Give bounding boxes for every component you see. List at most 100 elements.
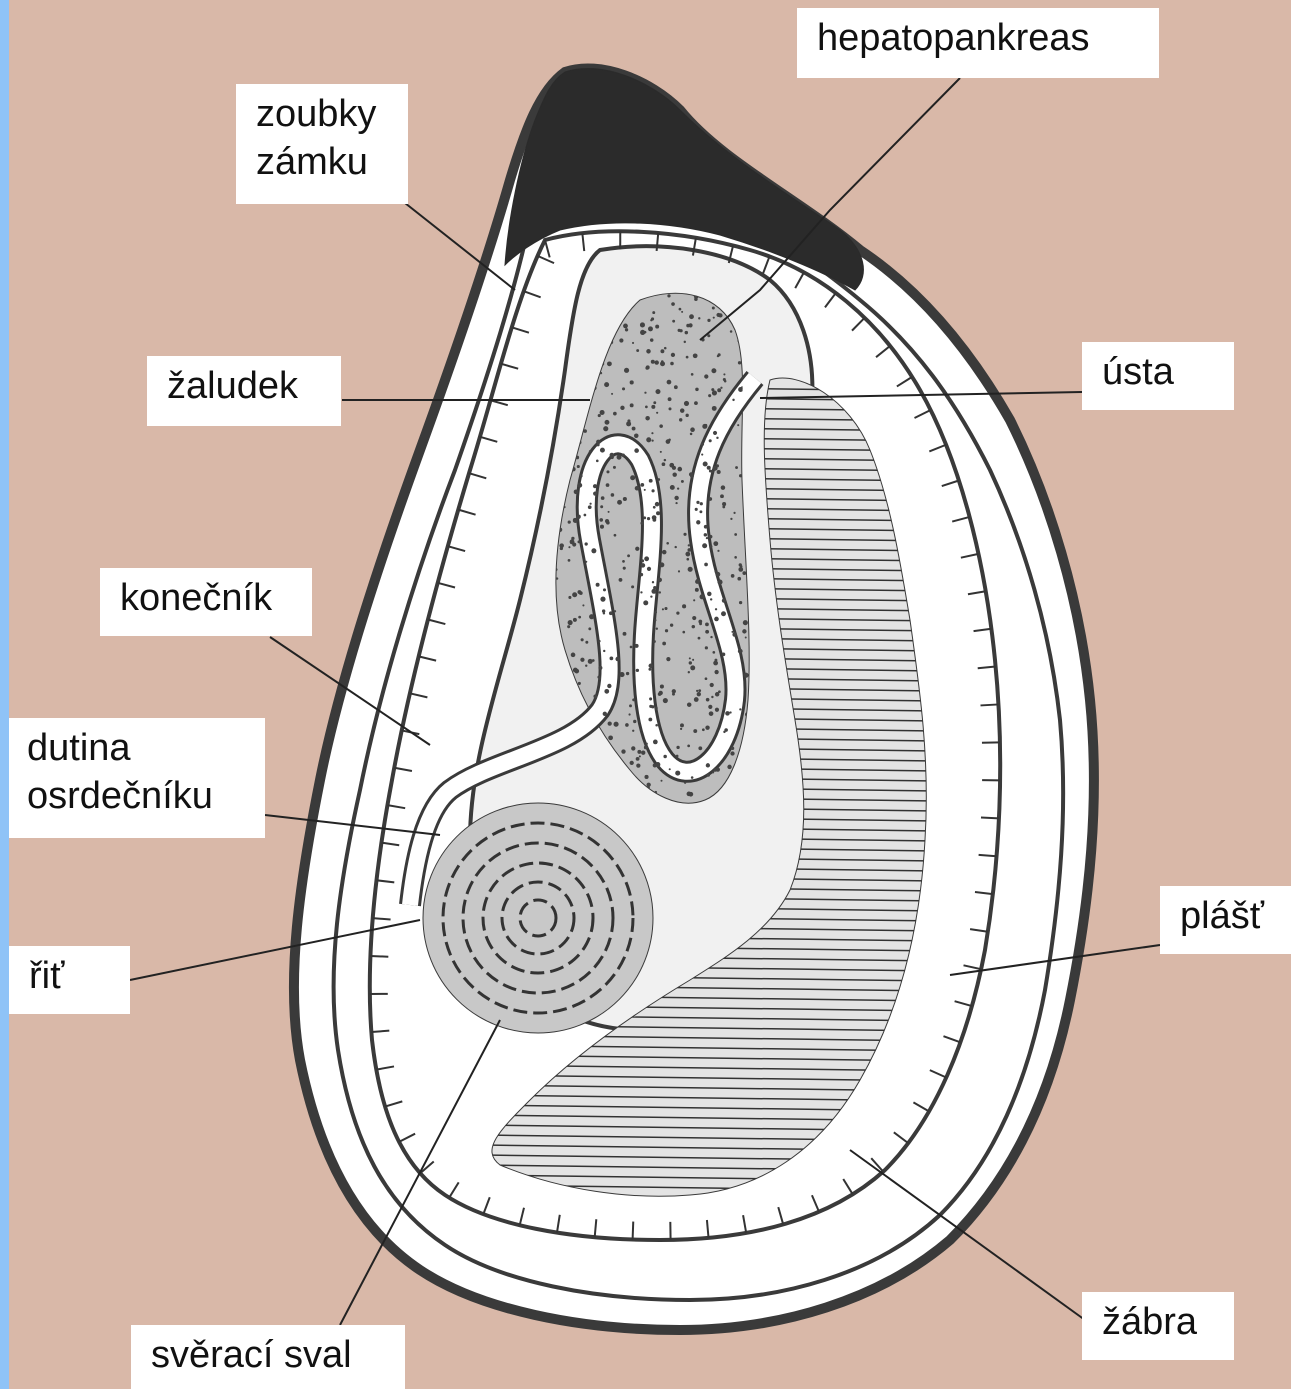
label-konecnik: konečník <box>100 568 312 636</box>
stomach-speckle <box>636 349 639 352</box>
stomach-speckle <box>650 338 653 341</box>
stomach-speckle <box>648 326 653 331</box>
stomach-speckle <box>690 433 693 436</box>
stomach-speckle <box>674 496 678 500</box>
stomach-speckle <box>734 533 737 536</box>
stomach-speckle <box>672 472 676 476</box>
stomach-speckle <box>593 484 597 488</box>
stomach-speckle <box>603 588 606 591</box>
label-zoubky-line1: zoubky <box>256 90 388 138</box>
stomach-speckle <box>631 585 634 588</box>
stomach-speckle <box>714 617 719 622</box>
stomach-speckle <box>584 514 587 517</box>
stomach-speckle <box>701 454 703 456</box>
stomach-speckle <box>607 361 612 366</box>
stomach-speckle <box>672 320 675 323</box>
stomach-speckle <box>651 360 655 364</box>
stomach-speckle <box>664 347 667 350</box>
stomach-speckle <box>705 424 708 427</box>
stomach-speckle <box>641 563 646 568</box>
stomach-speckle <box>723 373 725 375</box>
stomach-speckle <box>603 426 608 431</box>
stomach-speckle <box>690 427 695 432</box>
stomach-speckle <box>675 546 677 548</box>
stomach-speckle <box>660 349 664 353</box>
stomach-speckle <box>704 525 708 529</box>
stomach-speckle <box>685 552 690 557</box>
stomach-speckle <box>614 610 616 612</box>
stomach-speckle <box>690 474 694 478</box>
stomach-speckle <box>737 424 739 426</box>
stomach-speckle <box>731 574 735 578</box>
stomach-speckle <box>581 638 584 641</box>
stomach-speckle <box>698 689 701 692</box>
stomach-speckle <box>704 533 707 536</box>
stomach-speckle <box>560 547 563 550</box>
stomach-speckle <box>711 368 716 373</box>
stomach-speckle <box>684 782 686 784</box>
stomach-speckle <box>585 561 587 563</box>
label-dutina-line1: dutina <box>27 724 245 772</box>
label-rit: řiť <box>9 946 130 1014</box>
stomach-speckle <box>705 677 708 680</box>
stomach-speckle <box>615 657 620 662</box>
stomach-speckle <box>710 598 712 600</box>
stomach-speckle <box>653 401 656 404</box>
stomach-speckle <box>645 406 648 409</box>
label-sveraci-sval: svěrací sval <box>131 1325 405 1389</box>
stomach-speckle <box>577 483 582 488</box>
stomach-speckle <box>608 735 613 740</box>
stomach-speckle <box>691 776 694 779</box>
stomach-speckle <box>606 470 609 473</box>
stomach-speckle <box>702 728 705 731</box>
stomach-speckle <box>574 490 579 495</box>
stomach-speckle <box>597 676 600 679</box>
label-usta-text: ústa <box>1102 348 1214 396</box>
stomach-speckle <box>737 577 741 581</box>
stomach-speckle <box>630 380 634 384</box>
stomach-speckle <box>662 608 664 610</box>
stomach-speckle <box>733 512 735 514</box>
stomach-speckle <box>640 483 644 487</box>
stomach-speckle <box>604 689 609 694</box>
stomach-speckle <box>647 567 651 571</box>
stomach-speckle <box>604 382 609 387</box>
stomach-speckle <box>699 594 704 599</box>
stomach-speckle <box>682 604 686 608</box>
stomach-speckle <box>598 666 602 670</box>
stomach-speckle <box>706 698 710 702</box>
stomach-speckle <box>735 466 738 469</box>
stomach-speckle <box>693 599 695 601</box>
stomach-speckle <box>715 608 717 610</box>
stomach-speckle <box>710 620 713 623</box>
stomach-speckle <box>644 331 647 334</box>
stomach-speckle <box>643 600 648 605</box>
stomach-speckle <box>593 694 597 698</box>
stomach-speckle <box>663 698 668 703</box>
stomach-speckle <box>568 521 571 524</box>
stomach-speckle <box>614 534 617 537</box>
stomach-speckle <box>667 380 672 385</box>
stomach-speckle <box>738 361 741 364</box>
stomach-speckle <box>713 541 718 546</box>
stomach-speckle <box>692 616 696 620</box>
stomach-speckle <box>649 664 654 669</box>
stomach-speckle <box>603 650 605 652</box>
stomach-speckle <box>625 328 628 331</box>
stomach-speckle <box>600 597 605 602</box>
stomach-speckle <box>670 362 674 366</box>
stomach-speckle <box>705 646 708 649</box>
stomach-speckle <box>712 406 717 411</box>
stomach-speckle <box>625 723 629 727</box>
stomach-speckle <box>700 502 703 505</box>
stomach-speckle <box>696 690 698 692</box>
stomach-speckle <box>677 488 679 490</box>
stomach-speckle <box>731 631 733 633</box>
stomach-speckle <box>702 543 707 548</box>
stomach-speckle <box>567 625 570 628</box>
stomach-speckle <box>655 360 659 364</box>
stomach-speckle <box>669 768 671 770</box>
stomach-speckle <box>730 330 733 333</box>
stomach-speckle <box>588 659 593 664</box>
